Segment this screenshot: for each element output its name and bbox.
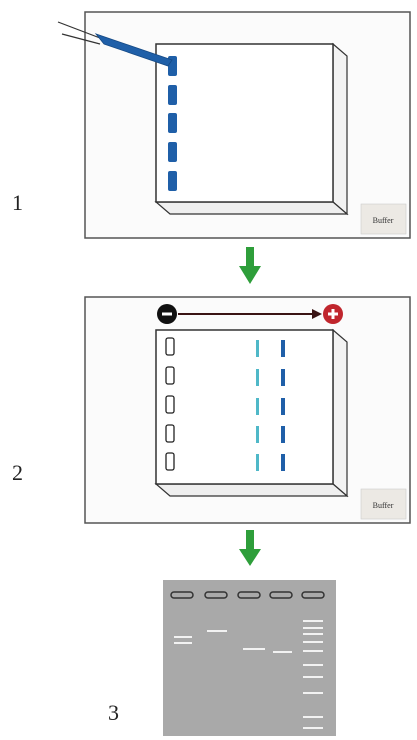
dark-dna-band bbox=[281, 398, 285, 415]
gel-slab-side-2 bbox=[332, 328, 348, 498]
down-arrow-icon bbox=[239, 247, 261, 284]
light-dna-band bbox=[256, 426, 259, 443]
gel-image-well bbox=[301, 591, 325, 599]
step-number-2: 2 bbox=[12, 460, 23, 485]
ladder-band bbox=[303, 620, 323, 622]
step-number-1: 1 bbox=[12, 190, 23, 215]
plus-circle-icon bbox=[323, 304, 343, 324]
buffer-label-box-1 bbox=[360, 203, 407, 235]
empty-well bbox=[165, 452, 175, 471]
dark-dna-band bbox=[281, 340, 285, 357]
step-2-panel: Buffer bbox=[84, 296, 411, 524]
gel-image-well bbox=[204, 591, 228, 599]
loaded-well bbox=[168, 113, 177, 133]
down-arrow-icon bbox=[239, 530, 261, 566]
step-number-3: 3 bbox=[108, 700, 119, 725]
gel-image-band bbox=[207, 630, 227, 632]
light-dna-band bbox=[256, 340, 259, 357]
minus-circle-icon bbox=[157, 304, 177, 324]
migration-arrowhead bbox=[312, 309, 322, 319]
ladder-band bbox=[303, 664, 323, 666]
ladder-band bbox=[303, 716, 323, 718]
ladder-band bbox=[303, 650, 323, 652]
gel-image-well bbox=[170, 591, 194, 599]
gel-image-well bbox=[237, 591, 261, 599]
ladder-band bbox=[303, 676, 323, 678]
gel-slab-bottom-1 bbox=[154, 201, 349, 215]
ladder-band bbox=[303, 727, 323, 729]
gel-slab-1 bbox=[155, 43, 334, 203]
gel-image-result bbox=[163, 580, 336, 736]
ladder-band bbox=[303, 633, 323, 635]
dark-dna-band bbox=[281, 369, 285, 386]
light-dna-band bbox=[256, 369, 259, 386]
dark-dna-band bbox=[281, 426, 285, 443]
step-1-panel: Buffer bbox=[57, 11, 411, 239]
empty-well bbox=[165, 395, 175, 414]
gel-image-background bbox=[163, 580, 336, 736]
gel-slab-bottom-2 bbox=[154, 483, 349, 497]
gel-image-band bbox=[174, 642, 192, 644]
buffer-label-1: Buffer bbox=[373, 216, 394, 225]
empty-well bbox=[165, 337, 175, 356]
empty-well bbox=[165, 424, 175, 443]
buffer-label-2: Buffer bbox=[373, 501, 394, 510]
gel-slab-2 bbox=[155, 329, 334, 485]
light-dna-band bbox=[256, 454, 259, 471]
gel-slab-side-1 bbox=[332, 42, 348, 216]
gel-image-band bbox=[174, 636, 192, 638]
gel-image-band bbox=[243, 648, 265, 650]
dark-dna-band bbox=[281, 454, 285, 471]
loaded-well bbox=[168, 85, 177, 105]
loaded-well bbox=[168, 171, 177, 191]
gel-image-well bbox=[269, 591, 293, 599]
pipette-icon bbox=[57, 21, 173, 67]
ladder-band bbox=[303, 641, 323, 643]
ladder-band bbox=[303, 692, 323, 694]
ladder-band bbox=[303, 627, 323, 629]
buffer-label-box-2 bbox=[360, 488, 407, 520]
light-dna-band bbox=[256, 398, 259, 415]
gel-image-band bbox=[273, 651, 292, 653]
empty-well bbox=[165, 366, 175, 385]
loaded-well bbox=[168, 142, 177, 162]
